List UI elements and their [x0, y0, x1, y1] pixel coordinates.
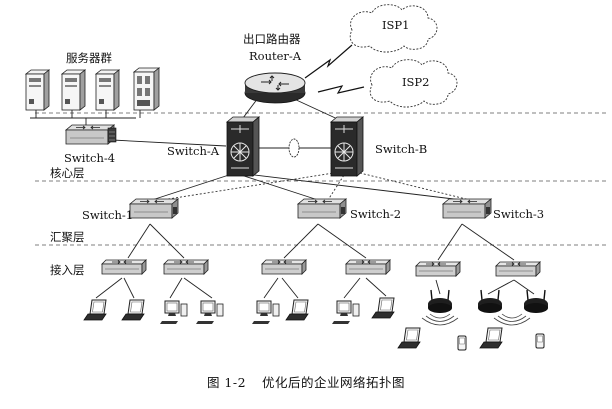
router-name-label: Router-A	[249, 49, 302, 63]
switch-a-label: Switch-A	[167, 144, 220, 158]
switch4-icon	[65, 124, 117, 145]
figure-number: 图 1-2	[206, 375, 247, 390]
switch2-label: Switch-2	[350, 207, 401, 221]
desktop-pc-icon	[195, 300, 224, 325]
wireless-access-point-icon	[523, 289, 549, 314]
switch3-label: Switch-3	[493, 207, 544, 221]
laptop-icon	[397, 327, 421, 349]
desktop-pc-icon	[331, 300, 360, 325]
wan-link-isp1	[304, 44, 353, 79]
access-switch-icon	[495, 261, 541, 277]
handheld-device-icon	[457, 335, 467, 351]
core-switch-b-icon	[330, 116, 364, 177]
switch3-icon	[442, 198, 492, 219]
wireless-signal-icon	[421, 313, 459, 326]
laptop-icon	[121, 299, 145, 321]
access-switch-icon	[415, 261, 461, 277]
router-icon	[244, 72, 306, 104]
core-layer-label: 核心层	[50, 166, 85, 180]
aggregation-layer-label: 汇聚层	[50, 230, 85, 244]
switch-b-label: Switch-B	[375, 142, 427, 156]
router-cn-label: 出口路由器	[243, 32, 301, 46]
figure-caption: 图 1-2 优化后的企业网络拓扑图	[0, 372, 612, 391]
handheld-device-icon	[535, 333, 545, 349]
switch4-label: Switch-4	[64, 151, 115, 165]
server-group-label: 服务器群	[66, 51, 112, 65]
figure-title: 优化后的企业网络拓扑图	[262, 375, 406, 390]
laptop-icon	[371, 297, 395, 319]
laptop-icon	[83, 299, 107, 321]
switch1-label: Switch-1	[82, 208, 133, 222]
access-layer-label: 接入层	[50, 263, 85, 277]
core-switch-a-icon	[226, 116, 260, 177]
server-icon	[61, 69, 86, 111]
server-icon	[132, 67, 161, 111]
isp1-cloud	[349, 4, 438, 53]
access-switch-icon	[261, 259, 307, 275]
wireless-access-point-icon	[477, 289, 503, 314]
redundant-links	[161, 171, 471, 201]
switch1-icon	[129, 198, 179, 219]
wireless-signal-icon	[493, 313, 531, 326]
laptop-icon	[285, 299, 309, 321]
desktop-pc-icon	[159, 300, 188, 325]
wan-link-isp2	[317, 85, 365, 94]
server-icon	[95, 69, 120, 111]
isp1-label: ISP1	[382, 18, 409, 32]
server-icon	[25, 69, 50, 111]
access-switch-icon	[163, 259, 209, 275]
link-aggregation-marker	[288, 138, 300, 158]
access-switch-icon	[101, 259, 147, 275]
laptop-icon	[479, 327, 503, 349]
switch2-icon	[297, 198, 347, 219]
access-switch-icon	[345, 259, 391, 275]
network-links	[30, 97, 535, 299]
isp2-label: ISP2	[402, 75, 429, 89]
desktop-pc-icon	[251, 300, 280, 325]
isp2-cloud	[369, 59, 458, 108]
